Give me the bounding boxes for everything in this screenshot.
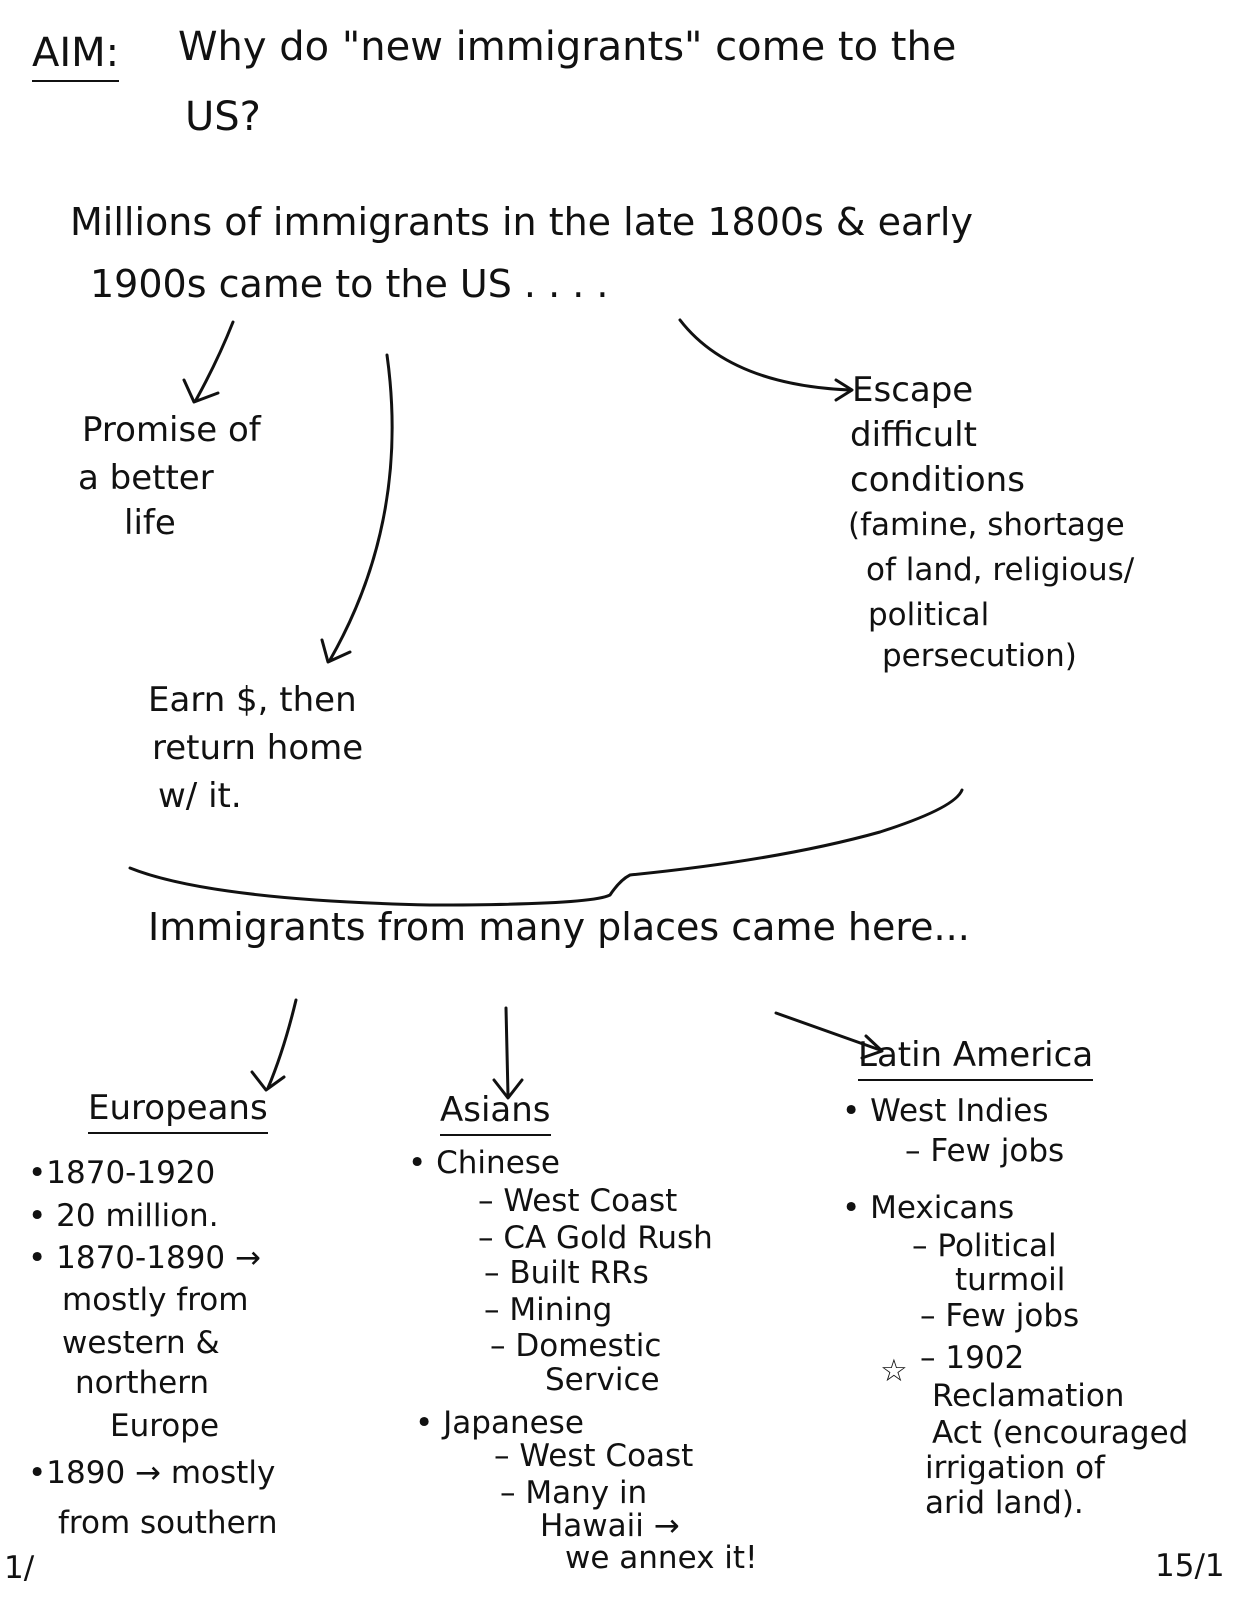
- asians-line: – CA Gold Rush: [478, 1220, 713, 1256]
- aim-label: AIM:: [32, 30, 120, 82]
- latin-america-line: Act (encouraged: [932, 1415, 1189, 1451]
- better-life-line2: a better: [78, 458, 214, 498]
- arrow-to-latin-america: [774, 1011, 882, 1052]
- better-life-line3: life: [124, 503, 176, 543]
- arrow-head-escape: [834, 378, 854, 402]
- arrow-head-europeans: [250, 1070, 286, 1092]
- corner-mark: 1/: [4, 1550, 35, 1586]
- asians-line: we annex it!: [565, 1540, 758, 1576]
- arrow-to-earn-money: [328, 353, 394, 662]
- latin-america-line: – Few jobs: [905, 1133, 1065, 1169]
- escape-line2: difficult: [850, 415, 977, 455]
- latin-america-line: – Political: [912, 1228, 1057, 1264]
- asians-line: – Built RRs: [484, 1255, 649, 1291]
- arrow-head-better-life: [182, 378, 220, 404]
- asians-title: Asians: [440, 1090, 551, 1136]
- escape-line3: conditions: [850, 460, 1025, 500]
- latin-america-line: arid land).: [925, 1485, 1084, 1521]
- origins-heading: Immigrants from many places came here...: [148, 905, 970, 949]
- arrow-head-earn-money: [320, 638, 352, 664]
- aim-question-line1: Why do "new immigrants" come to the: [178, 24, 957, 70]
- earn-money-line3: w/ it.: [158, 776, 242, 816]
- europeans-line: •1890 → mostly: [28, 1455, 276, 1491]
- escape-line1: Escape: [852, 370, 974, 410]
- arrow-head-asians: [492, 1078, 524, 1100]
- asians-line: – Many in: [500, 1475, 648, 1511]
- asians-line: – Mining: [484, 1292, 613, 1328]
- arrow-head-latin-america: [860, 1034, 884, 1060]
- arrow-to-escape: [678, 318, 852, 392]
- star-mark: ☆: [880, 1353, 908, 1389]
- latin-america-line: • Mexicans: [842, 1190, 1015, 1226]
- asians-line: • Japanese: [415, 1405, 584, 1441]
- europeans-line: Europe: [110, 1408, 220, 1444]
- europeans-line: •1870-1920: [28, 1155, 216, 1191]
- escape-line6: political: [868, 597, 990, 633]
- escape-line5: of land, religious/: [866, 552, 1135, 588]
- asians-line: – West Coast: [494, 1438, 694, 1474]
- better-life-line1: Promise of: [82, 410, 261, 450]
- intro-line1: Millions of immigrants in the late 1800s…: [70, 200, 973, 244]
- latin-america-line: turmoil: [955, 1262, 1066, 1298]
- earn-money-line1: Earn $, then: [148, 680, 357, 720]
- europeans-line: mostly from: [62, 1282, 249, 1318]
- asians-line: Hawaii →: [540, 1508, 680, 1544]
- latin-america-line: – Few jobs: [920, 1298, 1080, 1334]
- arrow-to-asians: [504, 1006, 510, 1097]
- asians-line: – Domestic: [490, 1328, 662, 1364]
- latin-america-line: – 1902: [920, 1340, 1025, 1376]
- latin-america-line: Reclamation: [932, 1378, 1125, 1414]
- asians-line: Service: [545, 1362, 660, 1398]
- europeans-line: • 20 million.: [28, 1198, 219, 1234]
- asians-line: • Chinese: [408, 1145, 560, 1181]
- arrow-to-europeans: [266, 998, 298, 1090]
- intro-line2: 1900s came to the US . . . .: [90, 262, 609, 306]
- page-number: 15/1: [1155, 1548, 1225, 1584]
- aim-question-line2: US?: [185, 94, 261, 140]
- escape-line4: (famine, shortage: [848, 507, 1125, 543]
- arrow-to-better-life: [194, 320, 235, 402]
- latin-america-line: irrigation of: [925, 1450, 1105, 1486]
- europeans-line: • 1870-1890 →: [28, 1240, 261, 1276]
- europeans-line: western &: [62, 1325, 220, 1361]
- latin-america-line: • West Indies: [842, 1093, 1049, 1129]
- asians-line: – West Coast: [478, 1183, 678, 1219]
- europeans-title: Europeans: [88, 1088, 268, 1134]
- escape-line7: persecution): [882, 638, 1077, 674]
- earn-money-line2: return home: [152, 728, 364, 768]
- brace: [128, 788, 964, 907]
- europeans-line: from southern: [58, 1505, 278, 1541]
- latin-america-title: Latin America: [858, 1035, 1094, 1081]
- europeans-line: northern: [75, 1365, 210, 1401]
